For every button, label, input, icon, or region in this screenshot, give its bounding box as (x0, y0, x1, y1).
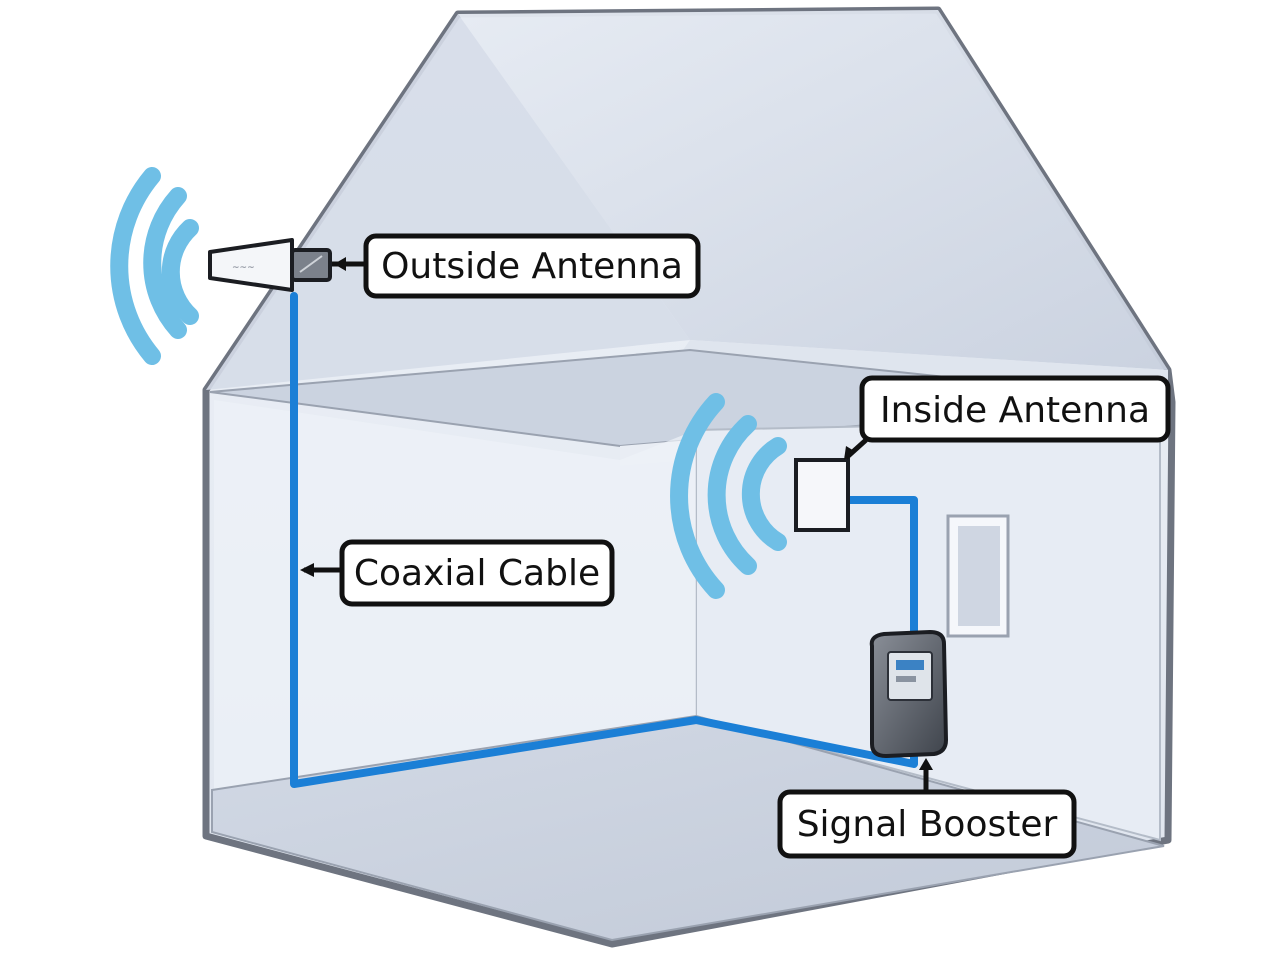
wifi-waves-icon (670, 393, 787, 599)
svg-text:~~~: ~~~ (232, 263, 255, 273)
wifi-waves-icon (110, 167, 199, 365)
callout-coaxial-cable: Coaxial Cable (300, 539, 615, 607)
label-inside-antenna: Inside Antenna (880, 390, 1150, 431)
label-coaxial-cable: Coaxial Cable (354, 553, 600, 594)
booster-device-icon (869, 629, 949, 759)
panel-antenna-icon (794, 458, 850, 532)
callout-outside-antenna: Outside Antenna (332, 233, 701, 299)
callout-inside-antenna: Inside Antenna (844, 375, 1171, 460)
callout-signal-booster: Signal Booster (777, 758, 1077, 859)
label-outside-antenna: Outside Antenna (381, 246, 683, 287)
yagi-antenna-icon: ~~~ (208, 238, 332, 292)
label-signal-booster: Signal Booster (797, 804, 1058, 845)
